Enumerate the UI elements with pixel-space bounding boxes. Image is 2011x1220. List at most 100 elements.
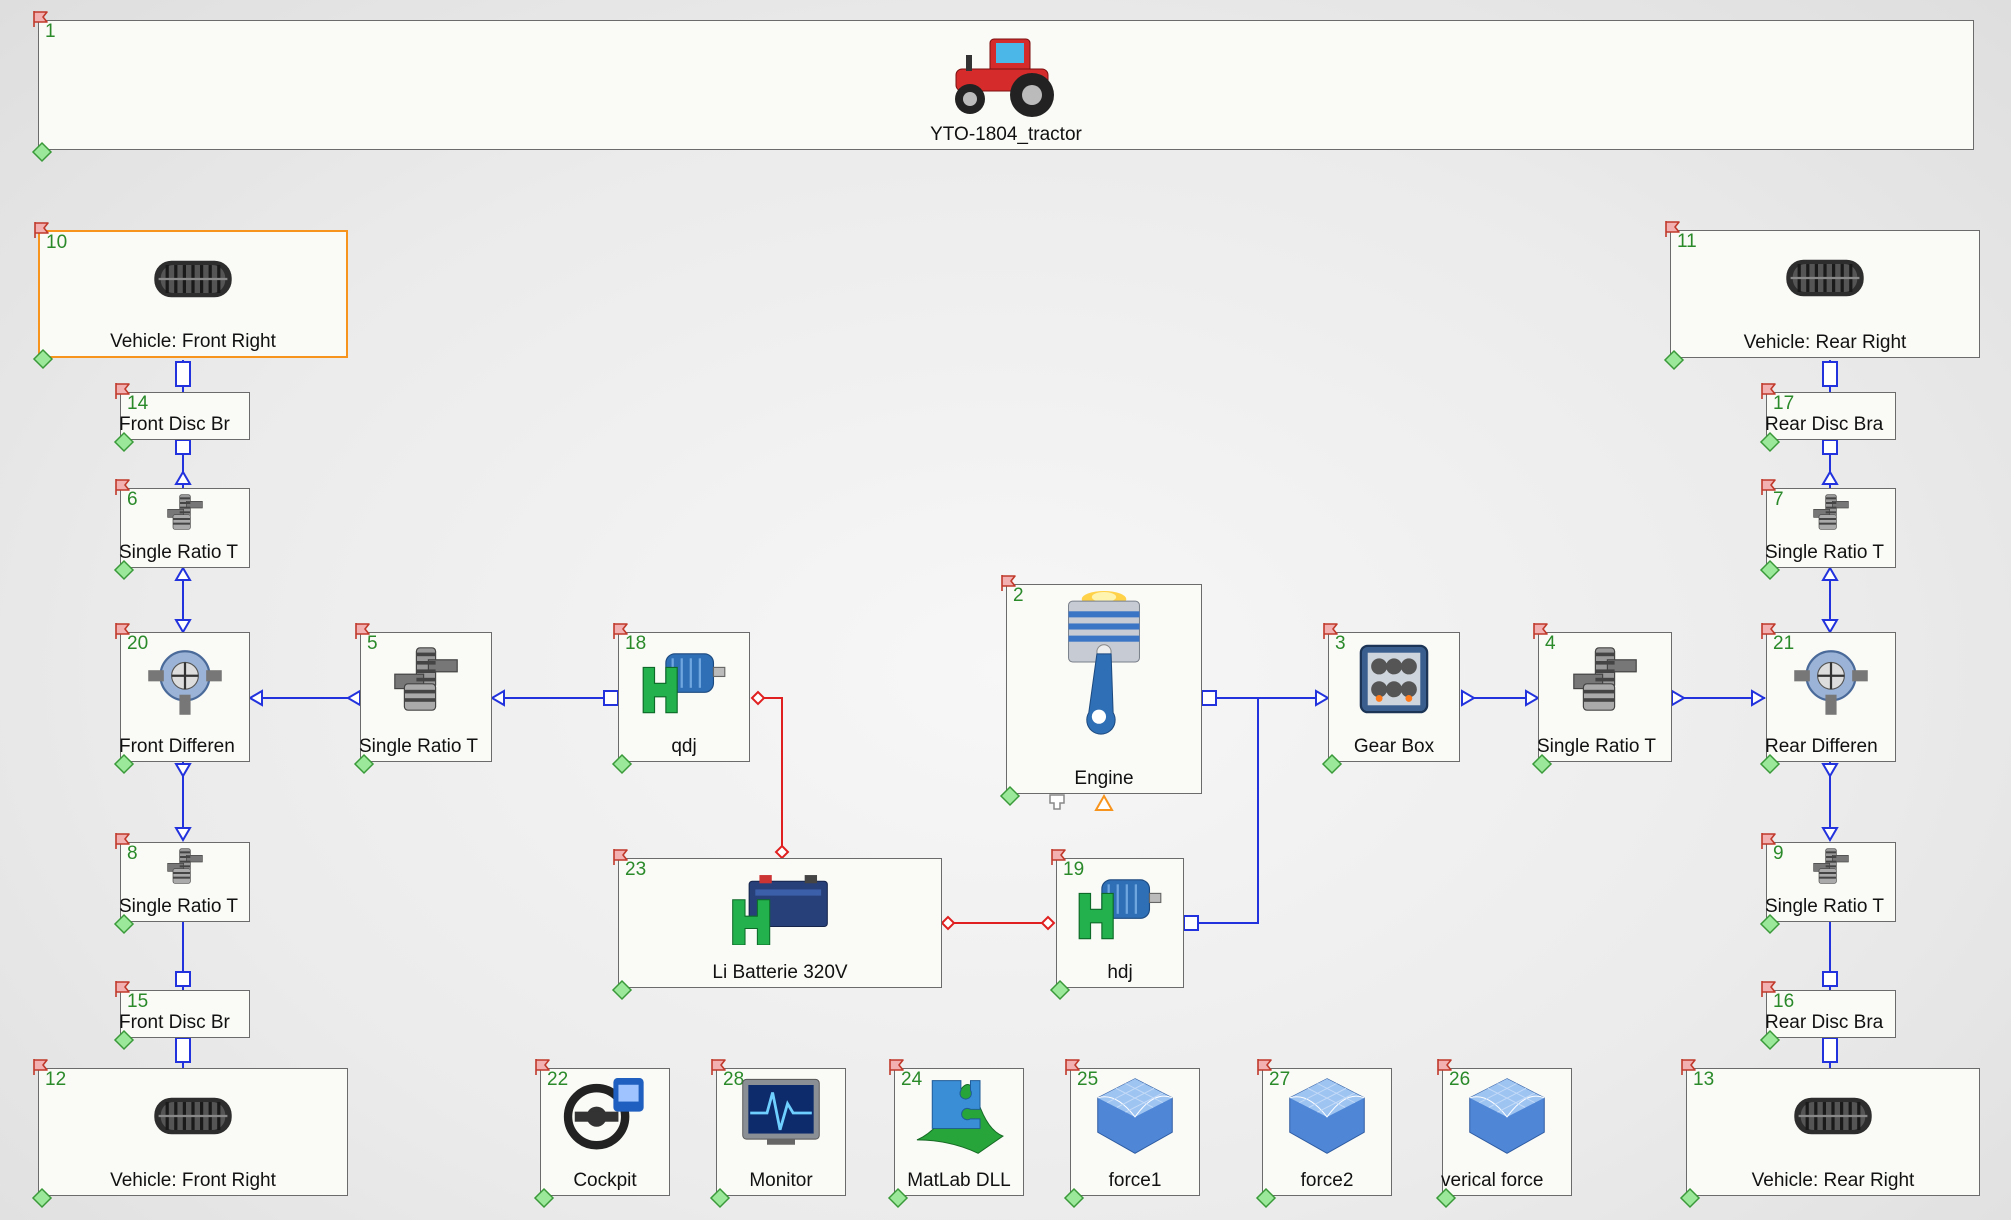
block-ground-icon xyxy=(113,431,135,453)
surface-icon xyxy=(1464,1073,1550,1159)
block-monitor[interactable]: 28 Monitor xyxy=(716,1068,846,1196)
surface-icon xyxy=(1092,1073,1178,1159)
block-front-differential[interactable]: 20 Front Differen xyxy=(120,632,250,762)
block-label: Single Ratio T xyxy=(119,896,238,917)
block-number: 24 xyxy=(901,1069,923,1090)
block-number: 3 xyxy=(1335,633,1346,654)
electric-motor-icon xyxy=(638,647,730,715)
electric-motor-icon xyxy=(1074,873,1166,941)
block-number: 21 xyxy=(1773,633,1795,654)
block-label: Vehicle: Rear Right xyxy=(1751,1170,1915,1191)
block-ground-icon xyxy=(113,753,135,775)
block-label: Front Disc Br xyxy=(119,1012,230,1033)
block-single-ratio-9[interactable]: 9 Single Ratio T xyxy=(1766,842,1896,922)
tire-icon xyxy=(150,1091,236,1141)
tractor-icon xyxy=(946,29,1066,119)
block-label: Vehicle: Rear Right xyxy=(1743,332,1907,353)
differential-icon xyxy=(146,639,224,717)
block-label: Single Ratio T xyxy=(1765,542,1884,563)
block-number: 22 xyxy=(547,1069,569,1090)
block-number: 2 xyxy=(1013,585,1024,606)
block-label: Engine xyxy=(1074,768,1134,789)
block-number: 23 xyxy=(625,859,647,880)
block-label: Rear Disc Bra xyxy=(1765,1012,1884,1033)
block-ground-icon xyxy=(1759,559,1781,581)
block-cockpit[interactable]: 22 Cockpit xyxy=(540,1068,670,1196)
block-label: force1 xyxy=(1108,1170,1162,1191)
block-number: 18 xyxy=(625,633,647,654)
block-tractor[interactable]: 1 YTO-1804_tractor xyxy=(38,20,1974,150)
block-motor-hdj[interactable]: 19 hdj xyxy=(1056,858,1184,988)
block-single-ratio-4[interactable]: 4 Single Ratio T xyxy=(1538,632,1672,762)
block-ground-icon xyxy=(1759,431,1781,453)
block-ground-icon xyxy=(1063,1187,1085,1209)
block-number: 11 xyxy=(1677,231,1697,252)
matlab-icon xyxy=(911,1073,1007,1159)
block-matlab-dll[interactable]: 24 MatLab DLL xyxy=(894,1068,1024,1196)
tire-icon xyxy=(1782,253,1868,303)
block-number: 7 xyxy=(1773,489,1784,510)
block-tire-front-right[interactable]: 10 Vehicle: Front Right xyxy=(38,230,348,358)
block-ground-icon xyxy=(113,559,135,581)
block-ground-icon xyxy=(1663,349,1685,371)
block-ground-icon xyxy=(533,1187,555,1209)
block-single-ratio-7[interactable]: 7 Single Ratio T xyxy=(1766,488,1896,568)
tire-icon xyxy=(150,254,236,304)
piston-icon xyxy=(1058,589,1150,741)
block-label: Li Batterie 320V xyxy=(712,962,848,983)
block-number: 13 xyxy=(1693,1069,1715,1090)
block-number: 5 xyxy=(367,633,378,654)
block-label: Single Ratio T xyxy=(1537,736,1656,757)
block-engine[interactable]: 2 Engine xyxy=(1006,584,1202,794)
block-ground-icon xyxy=(113,913,135,935)
block-force1[interactable]: 25 force1 xyxy=(1070,1068,1200,1196)
block-single-ratio-5[interactable]: 5 Single Ratio T xyxy=(360,632,492,762)
block-motor-qdj[interactable]: 18 qdj xyxy=(618,632,750,762)
tire-icon xyxy=(1790,1091,1876,1141)
block-label: Single Ratio T xyxy=(1765,896,1884,917)
block-number: 12 xyxy=(45,1069,67,1090)
block-label: hdj xyxy=(1107,962,1133,983)
block-ground-icon xyxy=(31,141,53,163)
block-rear-differential[interactable]: 21 Rear Differen xyxy=(1766,632,1896,762)
block-number: 17 xyxy=(1773,393,1795,414)
block-number: 26 xyxy=(1449,1069,1471,1090)
block-label: Single Ratio T xyxy=(359,736,478,757)
block-ground-icon xyxy=(1321,753,1343,775)
block-label: Gear Box xyxy=(1353,736,1435,757)
block-number: 6 xyxy=(127,489,138,510)
block-brake-17[interactable]: 17 Rear Disc Bra xyxy=(1766,392,1896,440)
block-label: Front Disc Br xyxy=(119,414,230,435)
gear-pair-icon xyxy=(1811,845,1851,887)
block-tire-front-right-2[interactable]: 12 Vehicle: Front Right xyxy=(38,1068,348,1196)
block-single-ratio-6[interactable]: 6 Single Ratio T xyxy=(120,488,250,568)
block-number: 14 xyxy=(127,393,149,414)
block-number: 25 xyxy=(1077,1069,1099,1090)
gearbox-icon xyxy=(1354,639,1434,719)
block-label: YTO-1804_tractor xyxy=(930,124,1082,145)
block-ground-icon xyxy=(1759,753,1781,775)
block-ground-icon xyxy=(1531,753,1553,775)
battery-icon xyxy=(728,873,832,945)
block-tire-rear-right-2[interactable]: 13 Vehicle: Rear Right xyxy=(1686,1068,1980,1196)
block-tire-rear-right[interactable]: 11 Vehicle: Rear Right xyxy=(1670,230,1980,358)
block-vertical-force[interactable]: 26 verical force xyxy=(1442,1068,1572,1196)
block-ground-icon xyxy=(1679,1187,1701,1209)
block-ground-icon xyxy=(31,1187,53,1209)
block-number: 8 xyxy=(127,843,138,864)
block-brake-16[interactable]: 16 Rear Disc Bra xyxy=(1766,990,1896,1038)
block-label: MatLab DLL xyxy=(907,1170,1011,1191)
block-battery[interactable]: 23 Li Batterie 320V xyxy=(618,858,942,988)
block-ground-icon xyxy=(1255,1187,1277,1209)
block-label: Single Ratio T xyxy=(119,542,238,563)
block-number: 4 xyxy=(1545,633,1556,654)
block-single-ratio-8[interactable]: 8 Single Ratio T xyxy=(120,842,250,922)
block-brake-15[interactable]: 15 Front Disc Br xyxy=(120,990,250,1038)
gear-pair-icon xyxy=(165,845,205,887)
block-gearbox[interactable]: 3 Gear Box xyxy=(1328,632,1460,762)
differential-icon xyxy=(1792,639,1870,717)
block-label: Front Differen xyxy=(119,736,235,757)
block-force2[interactable]: 27 force2 xyxy=(1262,1068,1392,1196)
block-brake-14[interactable]: 14 Front Disc Br xyxy=(120,392,250,440)
